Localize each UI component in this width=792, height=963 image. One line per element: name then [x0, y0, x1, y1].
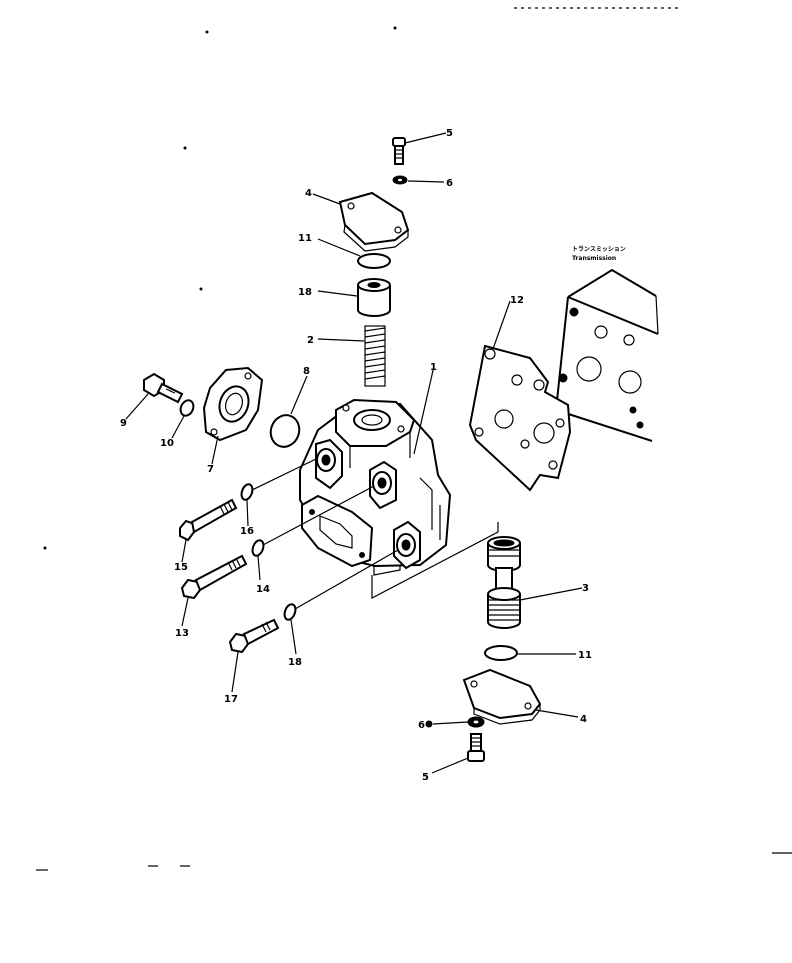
leader-6-top [407, 180, 445, 183]
part-labels: 5 6 4 11 18 2 8 1 12 9 10 7 16 15 14 13 … [120, 128, 592, 783]
flange-7 [202, 366, 264, 442]
label-9: 9 [120, 418, 127, 429]
label-11-bottom: 11 [578, 650, 592, 661]
spool-guide-line [371, 522, 499, 599]
bolt-13 [180, 554, 248, 600]
washer-10 [179, 399, 195, 417]
label-13: 13 [175, 628, 189, 639]
leader-4-bottom [535, 709, 579, 718]
cover-plate-4-top [338, 191, 410, 252]
leader-5-bottom [431, 757, 469, 774]
cover-plate-4-bottom [462, 668, 542, 725]
leader-2 [317, 338, 365, 342]
leader-11-top [317, 238, 361, 257]
leader-18 [317, 290, 358, 297]
washer-6-bottom [467, 716, 485, 728]
o-ring-8 [269, 414, 301, 448]
bolt-5-top [392, 137, 406, 165]
leader-12 [492, 300, 511, 350]
washer-6-bottom-marker [425, 720, 433, 728]
label-6-top: 6 [446, 178, 453, 189]
leader-5-top [404, 132, 447, 144]
label-10: 10 [160, 438, 174, 449]
label-5-bottom: 5 [422, 772, 429, 783]
transmission-note-jp: トランスミッション [572, 246, 626, 253]
label-3: 3 [582, 583, 589, 594]
axis-line-13 [262, 485, 375, 546]
gasket-12 [468, 344, 572, 492]
leader-18b [290, 619, 297, 655]
washer-14 [251, 539, 265, 557]
leader-13 [181, 597, 189, 627]
leader-8 [290, 375, 308, 415]
label-14: 14 [256, 584, 270, 595]
label-16: 16 [240, 526, 254, 537]
leader-9 [125, 393, 149, 420]
spool-3 [487, 536, 521, 629]
bolt-9 [143, 372, 184, 404]
leader-15 [181, 539, 187, 563]
label-6-bottom: 6 [418, 720, 425, 731]
spacer-18 [357, 278, 391, 317]
leader-4-top [312, 193, 341, 205]
label-11-top: 11 [298, 233, 312, 244]
label-8: 8 [303, 366, 310, 377]
leader-1 [413, 365, 435, 455]
scan-marks [36, 7, 792, 871]
bolt-15 [179, 498, 238, 542]
axis-line-15 [251, 457, 319, 491]
label-7: 7 [207, 464, 214, 475]
transmission-note-en: Transmission [572, 255, 616, 262]
label-17: 17 [224, 694, 238, 705]
label-1: 1 [430, 362, 437, 373]
o-ring-11-bottom [484, 645, 518, 661]
spring-2 [364, 325, 386, 387]
leader-3 [519, 587, 583, 601]
label-15: 15 [174, 562, 188, 573]
washer-6-top [392, 175, 408, 185]
label-5-top: 5 [446, 128, 453, 139]
leader-14 [257, 555, 261, 581]
leader-17 [231, 651, 239, 693]
label-2: 2 [307, 335, 314, 346]
bolt-17 [228, 618, 280, 654]
valve-body-1 [299, 398, 452, 576]
leader-16 [246, 499, 249, 527]
transmission-housing [554, 268, 659, 442]
bolt-5-bottom [467, 733, 485, 762]
leader-7 [211, 435, 219, 465]
label-4-top: 4 [305, 188, 312, 199]
leader-6-bottom [432, 721, 469, 725]
washer-18b [283, 603, 297, 621]
label-18: 18 [298, 287, 312, 298]
washer-16 [240, 483, 254, 501]
axis-line-17 [294, 549, 399, 610]
label-4-bottom: 4 [580, 714, 587, 725]
label-18b: 18 [288, 657, 302, 668]
leader-10 [171, 415, 185, 439]
o-ring-11-top [357, 253, 391, 269]
label-12: 12 [510, 295, 524, 306]
